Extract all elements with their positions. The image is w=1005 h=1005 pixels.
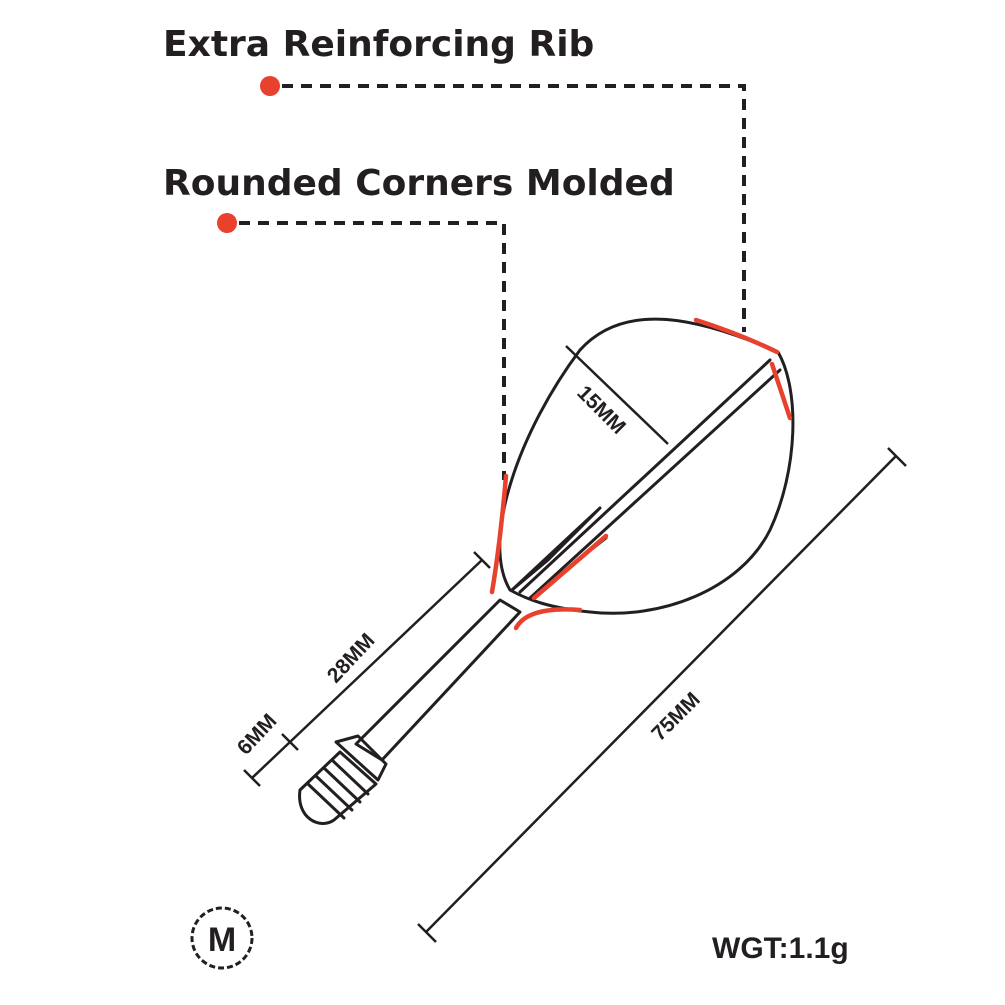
callout-extra-reinforcing-rib: Extra Reinforcing Rib [163, 24, 746, 332]
left-corner-highlight [489, 473, 509, 595]
dart-shaft [298, 598, 522, 825]
corners-callout-label: Rounded Corners Molded [163, 163, 675, 204]
shaft-length-label: 28MM [323, 629, 380, 687]
size-badge: M [190, 906, 254, 970]
flight-spine [518, 358, 782, 600]
overall-length-label: 75MM [647, 688, 705, 746]
thread-length-dimension: 6MM [233, 710, 299, 787]
corners-leader-line [239, 221, 506, 480]
size-badge-letter: M [208, 921, 236, 959]
flight-wing [498, 317, 795, 615]
thread-length-label: 6MM [233, 710, 282, 760]
overall-length-dimension: 75MM [417, 447, 907, 943]
weight-label: WGT:1.1g [712, 932, 849, 965]
shaft-length-dimension: 28MM [289, 551, 491, 743]
shaft-thread [298, 750, 378, 825]
flight-width-label: 15MM [572, 381, 630, 439]
size-badge-ring [190, 906, 254, 970]
lower-corner-highlight [513, 607, 583, 631]
rib-leader-line [282, 84, 746, 332]
callout-rounded-corners: Rounded Corners Molded [163, 163, 675, 480]
rib-callout-dot [260, 76, 280, 96]
shaft-collar [334, 734, 388, 782]
right-rib-highlight [769, 361, 793, 421]
top-rib-highlight [693, 317, 780, 355]
width-dimension-line [565, 345, 669, 445]
shaft-body [354, 598, 522, 762]
rounded-corner-highlights [489, 317, 793, 631]
dart-flight [498, 317, 795, 615]
inner-fold-highlight [531, 533, 609, 601]
rib-callout-label: Extra Reinforcing Rib [163, 24, 594, 65]
corners-callout-dot [217, 213, 237, 233]
